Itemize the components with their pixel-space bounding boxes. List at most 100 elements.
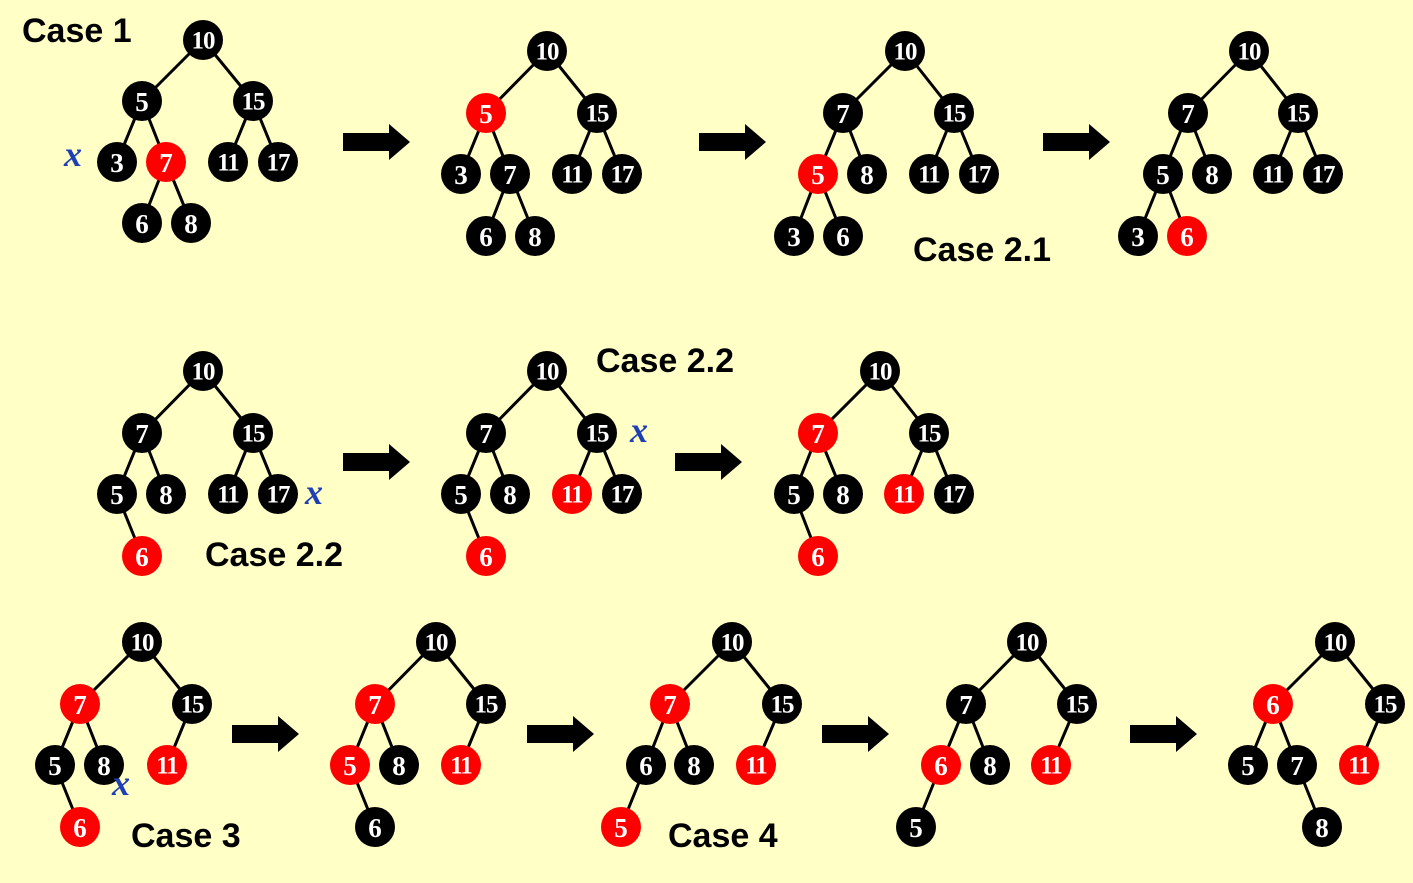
node-key: 6 xyxy=(836,222,850,252)
tree-node-black: 15 xyxy=(233,413,273,453)
node-key: 8 xyxy=(503,480,517,510)
node-circle xyxy=(208,142,248,182)
node-circle xyxy=(527,351,567,391)
right-arrow-icon xyxy=(232,716,299,752)
node-key: 17 xyxy=(267,482,291,509)
node-key: 15 xyxy=(242,89,266,116)
node-key: 15 xyxy=(242,421,266,448)
node-circle xyxy=(146,474,186,514)
node-key: 10 xyxy=(192,28,216,55)
tree-node-black: 8 xyxy=(1192,154,1232,194)
node-circle xyxy=(909,154,949,194)
node-circle xyxy=(970,745,1010,785)
node-key: 8 xyxy=(1205,160,1219,190)
tree-node-black: 8 xyxy=(490,474,530,514)
case3-label: Case 3 xyxy=(131,817,241,855)
node-key: 8 xyxy=(528,222,542,252)
tree-node-black: 8 xyxy=(823,474,863,514)
tree-node-black: 17 xyxy=(959,154,999,194)
node-circle xyxy=(1303,154,1343,194)
node-key: 5 xyxy=(787,480,801,510)
node-circle xyxy=(1057,684,1097,724)
node-circle xyxy=(650,684,690,724)
node-circle xyxy=(441,154,481,194)
node-circle xyxy=(84,745,124,785)
tree-node-black: 15 xyxy=(762,684,802,724)
tree-node-black: 15 xyxy=(466,684,506,724)
node-key: 8 xyxy=(860,160,874,190)
node-circle xyxy=(233,81,273,121)
node-circle xyxy=(823,216,863,256)
node-circle xyxy=(1167,216,1207,256)
tree-node-black: 6 xyxy=(122,203,162,243)
node-circle xyxy=(466,684,506,724)
tree-node-black: 15 xyxy=(233,81,273,121)
tree-node-black: 7 xyxy=(122,413,162,453)
node-circle xyxy=(122,622,162,662)
node-circle xyxy=(379,745,419,785)
tree-node-black: 17 xyxy=(258,142,298,182)
node-key: 8 xyxy=(983,751,997,781)
node-key: 5 xyxy=(135,87,149,117)
tree-node-black: 8 xyxy=(1302,807,1342,847)
tree-node-black: 6 xyxy=(626,745,666,785)
node-key: 7 xyxy=(836,99,850,129)
node-key: 8 xyxy=(1315,813,1329,843)
node-key: 7 xyxy=(135,419,149,449)
node-circle xyxy=(147,745,187,785)
node-circle xyxy=(823,93,863,133)
node-circle xyxy=(1302,807,1342,847)
node-circle xyxy=(1229,31,1269,71)
tree-node-black: 17 xyxy=(258,474,298,514)
node-circle xyxy=(330,745,370,785)
tree-node-black: 10 xyxy=(1229,31,1269,71)
tree-node-red: 11 xyxy=(1339,745,1379,785)
x-marker-case22b: x xyxy=(630,410,648,450)
tree-node-red: 7 xyxy=(60,684,100,724)
node-circle xyxy=(1253,684,1293,724)
node-key: 3 xyxy=(110,148,124,178)
node-circle xyxy=(736,745,776,785)
tree-node-black: 3 xyxy=(1118,216,1158,256)
case1-label: Case 1 xyxy=(22,12,132,50)
node-key: 7 xyxy=(368,690,382,720)
node-circle xyxy=(762,684,802,724)
node-circle xyxy=(1192,154,1232,194)
node-key: 15 xyxy=(586,421,610,448)
node-key: 8 xyxy=(184,209,198,239)
tree-node-black: 11 xyxy=(909,154,949,194)
node-key: 10 xyxy=(131,630,155,657)
node-circle xyxy=(441,745,481,785)
tree-node-red: 11 xyxy=(552,474,592,514)
tree-node-black: 5 xyxy=(122,81,162,121)
node-circle xyxy=(823,474,863,514)
node-circle xyxy=(860,351,900,391)
tree-node-black: 15 xyxy=(577,93,617,133)
tree-node-red: 7 xyxy=(650,684,690,724)
node-key: 17 xyxy=(267,150,291,177)
tree-node-black: 5 xyxy=(35,745,75,785)
tree-node-black: 5 xyxy=(97,474,137,514)
node-key: 5 xyxy=(479,99,493,129)
node-circle xyxy=(1278,93,1318,133)
node-key: 11 xyxy=(217,482,239,509)
node-key: 5 xyxy=(614,813,628,843)
tree-node-black: 7 xyxy=(1168,93,1208,133)
node-circle xyxy=(774,474,814,514)
arrows xyxy=(232,124,1197,752)
tree-node-black: 6 xyxy=(355,807,395,847)
tree-node-black: 10 xyxy=(1007,622,1047,662)
node-circle xyxy=(233,413,273,453)
node-circle xyxy=(1143,154,1183,194)
node-key: 8 xyxy=(836,480,850,510)
tree-node-black: 15 xyxy=(909,413,949,453)
node-key: 11 xyxy=(561,482,583,509)
node-key: 10 xyxy=(721,630,745,657)
node-circle xyxy=(97,142,137,182)
tree-node-black: 10 xyxy=(527,31,567,71)
tree-node-red: 11 xyxy=(736,745,776,785)
node-circle xyxy=(466,536,506,576)
node-circle xyxy=(183,20,223,60)
tree-node-red: 6 xyxy=(1167,216,1207,256)
node-key: 11 xyxy=(1040,753,1062,780)
